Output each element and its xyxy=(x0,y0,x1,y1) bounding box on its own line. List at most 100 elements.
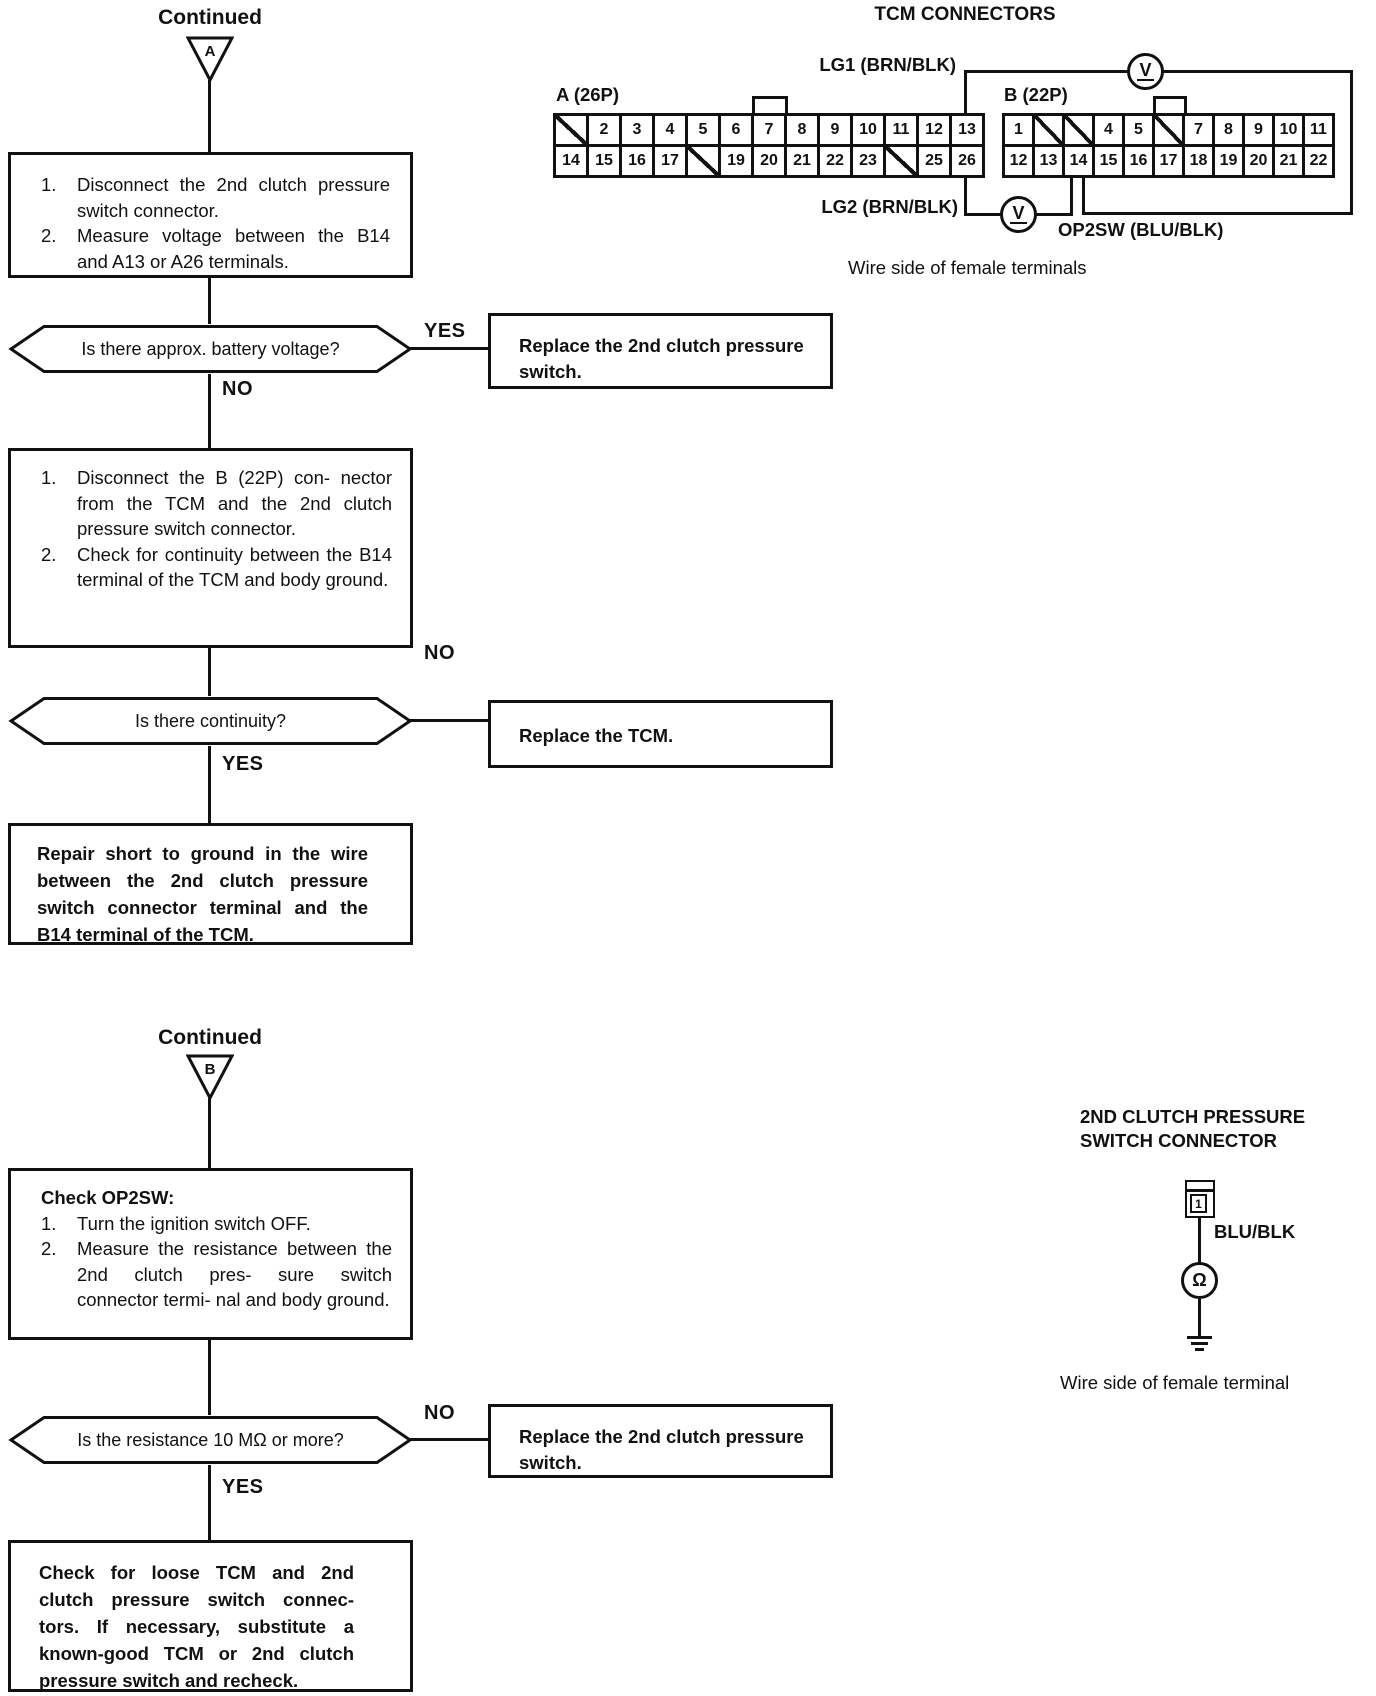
a13-riser-wire xyxy=(964,70,967,113)
op2sw-wire-label: OP2SW (BLU/BLK) xyxy=(1058,219,1224,240)
lg1-wire-label: LG1 (BRN/BLK) xyxy=(819,54,956,75)
switch-connector-title-line1: 2ND CLUTCH PRESSURE xyxy=(1080,1106,1306,1127)
wire-side-note-singular: Wire side of female terminal xyxy=(1060,1372,1290,1393)
pin-cell: 16 xyxy=(1125,147,1152,175)
pin-cell: 4 xyxy=(655,116,685,144)
pin-cell: 21 xyxy=(787,147,817,175)
item-number: 2. xyxy=(41,543,57,565)
pin-cell: 5 xyxy=(688,116,718,144)
connector-b-label: B (22P) xyxy=(1004,84,1068,105)
connector-cap-line xyxy=(1187,1189,1213,1192)
item-number: 2. xyxy=(41,225,57,246)
item-text: Turn the ignition switch OFF. xyxy=(77,1212,311,1234)
item-number: 1. xyxy=(41,1212,57,1234)
list-item: 2. Measure the resistance between the 2n… xyxy=(41,1236,392,1313)
op2sw-wire xyxy=(1082,212,1353,215)
b14-riser-right-wire xyxy=(1082,178,1085,215)
decision-text: Is there approx. battery voltage? xyxy=(81,338,340,359)
ohmmeter: Ω xyxy=(1181,1262,1218,1299)
pin-cell: 7 xyxy=(1185,116,1212,144)
item-text: Measure the resistance between the 2nd c… xyxy=(77,1238,392,1310)
pin-cell: 17 xyxy=(1155,147,1182,175)
pin-cell: 5 xyxy=(1125,116,1152,144)
ground-wire xyxy=(1198,1299,1201,1336)
flow-line xyxy=(208,746,211,823)
flow-line xyxy=(208,374,211,448)
pin-cell: 15 xyxy=(1095,147,1122,175)
pin-cell: 12 xyxy=(1005,147,1032,175)
pin-cell: 11 xyxy=(886,116,916,144)
ohmmeter-symbol: Ω xyxy=(1192,1270,1207,1290)
pin-cell: 21 xyxy=(1275,147,1302,175)
pin-cell: 19 xyxy=(1215,147,1242,175)
decision-text: Is the resistance 10 MΩ or more? xyxy=(77,1429,344,1450)
pin-cell: 8 xyxy=(787,116,817,144)
pin-cell: 10 xyxy=(1275,116,1302,144)
pin-cell xyxy=(886,147,916,175)
yes-label: YES xyxy=(424,320,466,342)
decision-continuity: Is there continuity? xyxy=(8,696,413,746)
continued-b-triangle: B xyxy=(185,1054,235,1102)
action-replace-tcm: Replace the TCM. xyxy=(488,700,833,768)
voltmeter-bottom: V xyxy=(1000,196,1037,233)
pin-cell: 18 xyxy=(1185,147,1212,175)
switch-connector-icon: 1 xyxy=(1185,1180,1215,1218)
action-replace-pressure-switch: Replace the 2nd clutch pressure switch. xyxy=(488,313,833,389)
pin-cell xyxy=(1155,116,1182,144)
step-box-check-op2sw: Check OP2SW: 1. Turn the ignition switch… xyxy=(8,1168,413,1340)
list-item: 1. Turn the ignition switch OFF. xyxy=(41,1211,392,1237)
voltmeter-symbol: V xyxy=(1137,60,1154,81)
pin-cell: 15 xyxy=(589,147,619,175)
result-repair-short: Repair short to ground in the wire betwe… xyxy=(8,823,413,945)
flow-line xyxy=(208,1098,211,1168)
pin-cell: 26 xyxy=(952,147,982,175)
pin-cell: 10 xyxy=(853,116,883,144)
action-replace-pressure-switch-2: Replace the 2nd clutch pressure switch. xyxy=(488,1404,833,1478)
step-box-check-continuity: 1. Disconnect the B (22P) con- nector fr… xyxy=(8,448,413,648)
switch-connector-title-line2: SWITCH CONNECTOR xyxy=(1080,1130,1277,1151)
list-item: 1. Disconnect the 2nd clutch pressure sw… xyxy=(41,172,390,223)
pin-cell: 14 xyxy=(556,147,586,175)
pin-cell: 16 xyxy=(622,147,652,175)
pin-cell: 6 xyxy=(721,116,751,144)
b14-riser-left-wire xyxy=(1070,178,1073,216)
pin-cell: 13 xyxy=(952,116,982,144)
flow-line xyxy=(208,278,211,324)
continued-b-letter: B xyxy=(205,1061,216,1078)
pin-cell: 9 xyxy=(820,116,850,144)
pin-cell: 7 xyxy=(754,116,784,144)
connector-a-label: A (26P) xyxy=(556,84,620,105)
tcm-connectors-title: TCM CONNECTORS xyxy=(874,4,1056,25)
yes-label: YES xyxy=(222,1476,264,1498)
continued-a-label: Continued xyxy=(158,6,262,29)
continued-a-triangle: A xyxy=(185,36,235,84)
item-text: Measure voltage between the B14 and A13 … xyxy=(77,225,390,272)
list-item: 1. Disconnect the B (22P) con- nector fr… xyxy=(41,465,392,542)
yes-label: YES xyxy=(222,753,264,775)
lg2-wire-label: LG2 (BRN/BLK) xyxy=(821,196,958,217)
item-text: Disconnect the 2nd clutch pressure switc… xyxy=(77,174,390,221)
item-number: 1. xyxy=(41,467,57,488)
blu-blk-wire-label: BLU/BLK xyxy=(1214,1221,1296,1242)
decision-resistance: Is the resistance 10 MΩ or more? xyxy=(8,1415,413,1465)
pin-cell: 22 xyxy=(1305,147,1332,175)
pin-cell: 8 xyxy=(1215,116,1242,144)
flow-line xyxy=(208,80,211,152)
continued-b-label: Continued xyxy=(158,1026,262,1049)
pin-cell: 9 xyxy=(1245,116,1272,144)
pin-cell: 20 xyxy=(754,147,784,175)
result-check-loose-connectors: Check for loose TCM and 2nd clutch press… xyxy=(8,1540,413,1692)
blu-blk-wire xyxy=(1198,1218,1201,1264)
wire-side-note-plural: Wire side of female terminals xyxy=(848,257,1087,278)
continued-a-letter: A xyxy=(205,43,216,60)
pin-1-cell: 1 xyxy=(1190,1194,1207,1213)
flow-line xyxy=(208,648,211,696)
step-box-measure-voltage: 1. Disconnect the 2nd clutch pressure sw… xyxy=(8,152,413,278)
pin-cell: 4 xyxy=(1095,116,1122,144)
pin-cell: 14 xyxy=(1065,147,1092,175)
pin-cell: 13 xyxy=(1035,147,1062,175)
item-number: 2. xyxy=(41,1238,57,1259)
pin-cell: 11 xyxy=(1305,116,1332,144)
